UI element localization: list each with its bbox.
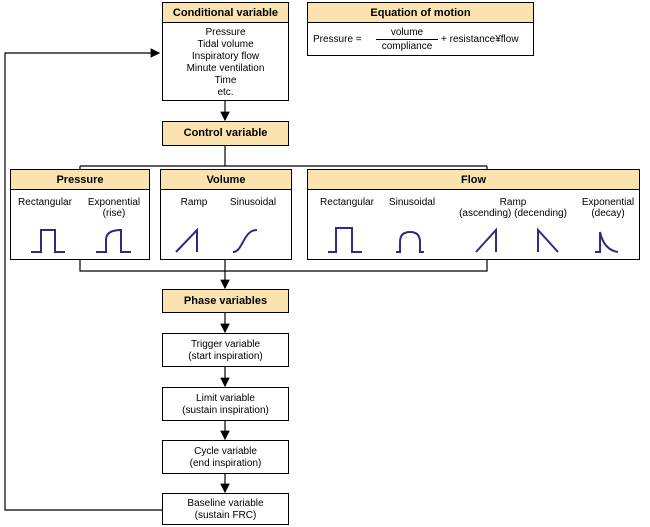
volume-group-box: Volume Ramp Sinusoidal — [160, 169, 292, 260]
control-variable-box: Control variable — [162, 121, 289, 146]
wave-label-ramp: Ramp(ascending) (decending) — [459, 197, 567, 219]
ramp-wave-icon — [175, 227, 198, 253]
control-variable-title: Control variable — [183, 127, 268, 139]
equation-numerator: volume — [390, 27, 424, 38]
limit-variable-sub: (sustain inspiration) — [182, 405, 269, 416]
wave-label-rectangular: Rectangular — [320, 197, 374, 208]
conditional-variable-title: Conditional variable — [163, 3, 288, 23]
exponential-decay-wave-icon — [595, 231, 619, 253]
cycle-variable-label: Cycle variable — [194, 446, 257, 457]
cycle-variable-sub: (end inspiration) — [189, 458, 262, 469]
volume-waveforms — [175, 227, 258, 253]
wave-label-sinusoidal: Sinusoidal — [229, 197, 277, 208]
fraction-bar — [376, 39, 438, 40]
limit-variable-box: Limit variable (sustain inspiration) — [162, 387, 289, 421]
baseline-variable-sub: (sustain FRC) — [194, 510, 257, 521]
trigger-variable-sub: (start inspiration) — [188, 351, 263, 362]
wave-label-rectangular: Rectangular — [18, 197, 72, 208]
equation-denominator: compliance — [381, 41, 433, 52]
baseline-variable-box: Baseline variable (sustain FRC) — [162, 493, 289, 525]
pressure-waveforms — [31, 228, 131, 253]
conditional-item: Minute ventilation — [186, 63, 265, 74]
trigger-variable-label: Trigger variable — [190, 339, 261, 350]
conditional-item: Tidal volume — [197, 39, 254, 50]
volume-group-title: Volume — [161, 170, 291, 190]
conditional-item: Pressure — [205, 27, 246, 38]
exponential-rise-wave-icon — [96, 228, 131, 253]
sinusoidal-flow-wave-icon — [396, 230, 424, 253]
conditional-item: Time — [214, 75, 237, 86]
baseline-variable-label: Baseline variable — [187, 498, 264, 509]
trigger-variable-box: Trigger variable (start inspiration) — [162, 333, 289, 367]
phase-variables-title: Phase variables — [183, 295, 268, 307]
wave-label-exponential-rise: Exponential(rise) — [87, 197, 141, 219]
conditional-item: Inspiratory flow — [191, 51, 260, 62]
rectangular-flow-wave-icon — [328, 227, 362, 253]
sinusoidal-wave-icon — [232, 229, 258, 253]
equation-of-motion-box: Equation of motion Pressure = volume com… — [307, 2, 534, 56]
conditional-item: etc. — [217, 87, 234, 98]
phase-variables-box: Phase variables — [162, 289, 289, 313]
line-groups-join — [79, 260, 488, 272]
equation-rest: + resistance¥flow — [441, 34, 519, 45]
pressure-group-box: Pressure Rectangular Exponential(rise) — [10, 169, 150, 260]
wave-label-exponential-decay: Exponential(decay) — [581, 197, 635, 219]
feedback-loop-arrow — [4, 48, 162, 511]
flow-group-title: Flow — [308, 170, 639, 190]
flow-waveforms — [328, 227, 619, 253]
conditional-variable-box: Conditional variable Pressure Tidal volu… — [162, 2, 289, 101]
wave-label-sinusoidal: Sinusoidal — [388, 197, 436, 208]
cycle-variable-box: Cycle variable (end inspiration) — [162, 440, 289, 474]
pressure-group-title: Pressure — [11, 170, 149, 190]
equation-lhs: Pressure = — [313, 34, 362, 45]
ascending-ramp-wave-icon — [475, 227, 497, 253]
descending-ramp-wave-icon — [537, 227, 559, 253]
equation-title: Equation of motion — [308, 3, 533, 23]
wave-label-ramp: Ramp — [180, 197, 208, 208]
limit-variable-label: Limit variable — [196, 393, 255, 404]
rectangular-wave-icon — [31, 229, 65, 253]
flow-group-box: Flow Rectangular Sinusoidal Ramp(ascendi… — [307, 169, 640, 260]
